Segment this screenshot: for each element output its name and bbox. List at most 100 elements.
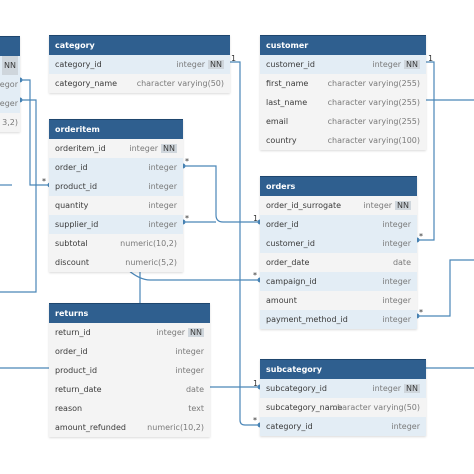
column-name: product_id [55,182,98,191]
column-type: character varying(255) [327,117,420,126]
table-row: NN [0,56,20,75]
column-type: integer [176,60,206,69]
column-type: integer [129,144,159,153]
table-header: returns [49,303,210,323]
column-type: integer [175,366,204,375]
column-name: reason [55,404,83,413]
column-type: integer [156,328,186,337]
table-row: ategor [0,75,20,94]
table-left-clipped[interactable]: NN ategor eger 3,2) [0,36,20,132]
table-header: subcategory [260,359,426,379]
cardinality-one: 1 [428,54,434,63]
link-orderitem-orders [183,165,260,223]
link-left-to-orderitem [20,79,50,186]
cardinality-many: * [419,232,423,241]
not-null-badge: NN [188,328,204,337]
column-name: subcategory_id [266,384,327,393]
column-type: integer [382,239,411,248]
column-type: integer [382,220,411,229]
column-type: integer [372,384,402,393]
column-name: order_id [55,347,88,356]
column-name: amount [266,296,297,305]
not-null-badge: NN [395,201,411,210]
column-name: subtotal [55,239,88,248]
cardinality-one: 1 [231,54,237,63]
column-name: order_id [266,220,299,229]
column-name: email [266,117,289,126]
column-type: integer [391,422,420,431]
table-row: first_name character varying(255) [260,74,426,93]
column-name: quantity [55,201,89,210]
column-name: category_name [55,79,118,88]
column-type: NN [2,56,18,75]
table-row: email character varying(255) [260,112,426,131]
table-row: payment_method_id integer [260,310,417,329]
table-row: 3,2) [0,113,20,132]
column-type: integer [148,201,177,210]
column-type: character varying(100) [327,136,420,145]
column-name: return_id [55,328,91,337]
table-row: discount numeric(5,2) [49,253,183,272]
column-type: integer [382,315,411,324]
table-row: reason text [49,399,210,418]
column-type: character varying(255) [327,79,420,88]
column-type: integer [372,60,402,69]
table-row: subtotal numeric(10,2) [49,234,183,253]
column-name: discount [55,258,90,267]
column-type: text [188,404,204,413]
column-name: order_id [55,163,88,172]
column-name: country [266,136,297,145]
column-type: numeric(5,2) [125,258,177,267]
cardinality-many: * [185,214,189,223]
column-name: customer_id [266,60,315,69]
cardinality-many: * [419,308,423,317]
column-name: subcategory_name [266,403,343,412]
column-type: date [185,385,204,394]
cardinality-one: 1 [253,214,259,223]
cardinality-many: * [253,416,257,425]
table-row: country character varying(100) [260,131,426,150]
column-type: character varying(255) [327,98,420,107]
table-row: product_id integer [49,361,210,380]
not-null-badge: NN [161,144,177,153]
table-header: category [49,35,230,55]
column-name: first_name [266,79,309,88]
column-type: integer [148,220,177,229]
table-row: eger [0,94,20,113]
table-header: customer [260,35,426,55]
column-name: payment_method_id [266,315,348,324]
column-name: product_id [55,366,98,375]
table-header: orders [260,176,417,196]
cardinality-many: * [253,271,257,280]
not-null-badge: NN [404,60,420,69]
column-name: order_date [266,258,310,267]
column-type: numeric(10,2) [120,239,177,248]
column-type: ategor [0,80,18,89]
column-name: last_name [266,98,308,107]
link-left-to-returns [0,99,37,293]
column-type: eger [0,99,18,108]
column-name: category_id [55,60,102,69]
column-name: orderitem_id [55,144,106,153]
column-type: character varying(50) [332,403,420,412]
